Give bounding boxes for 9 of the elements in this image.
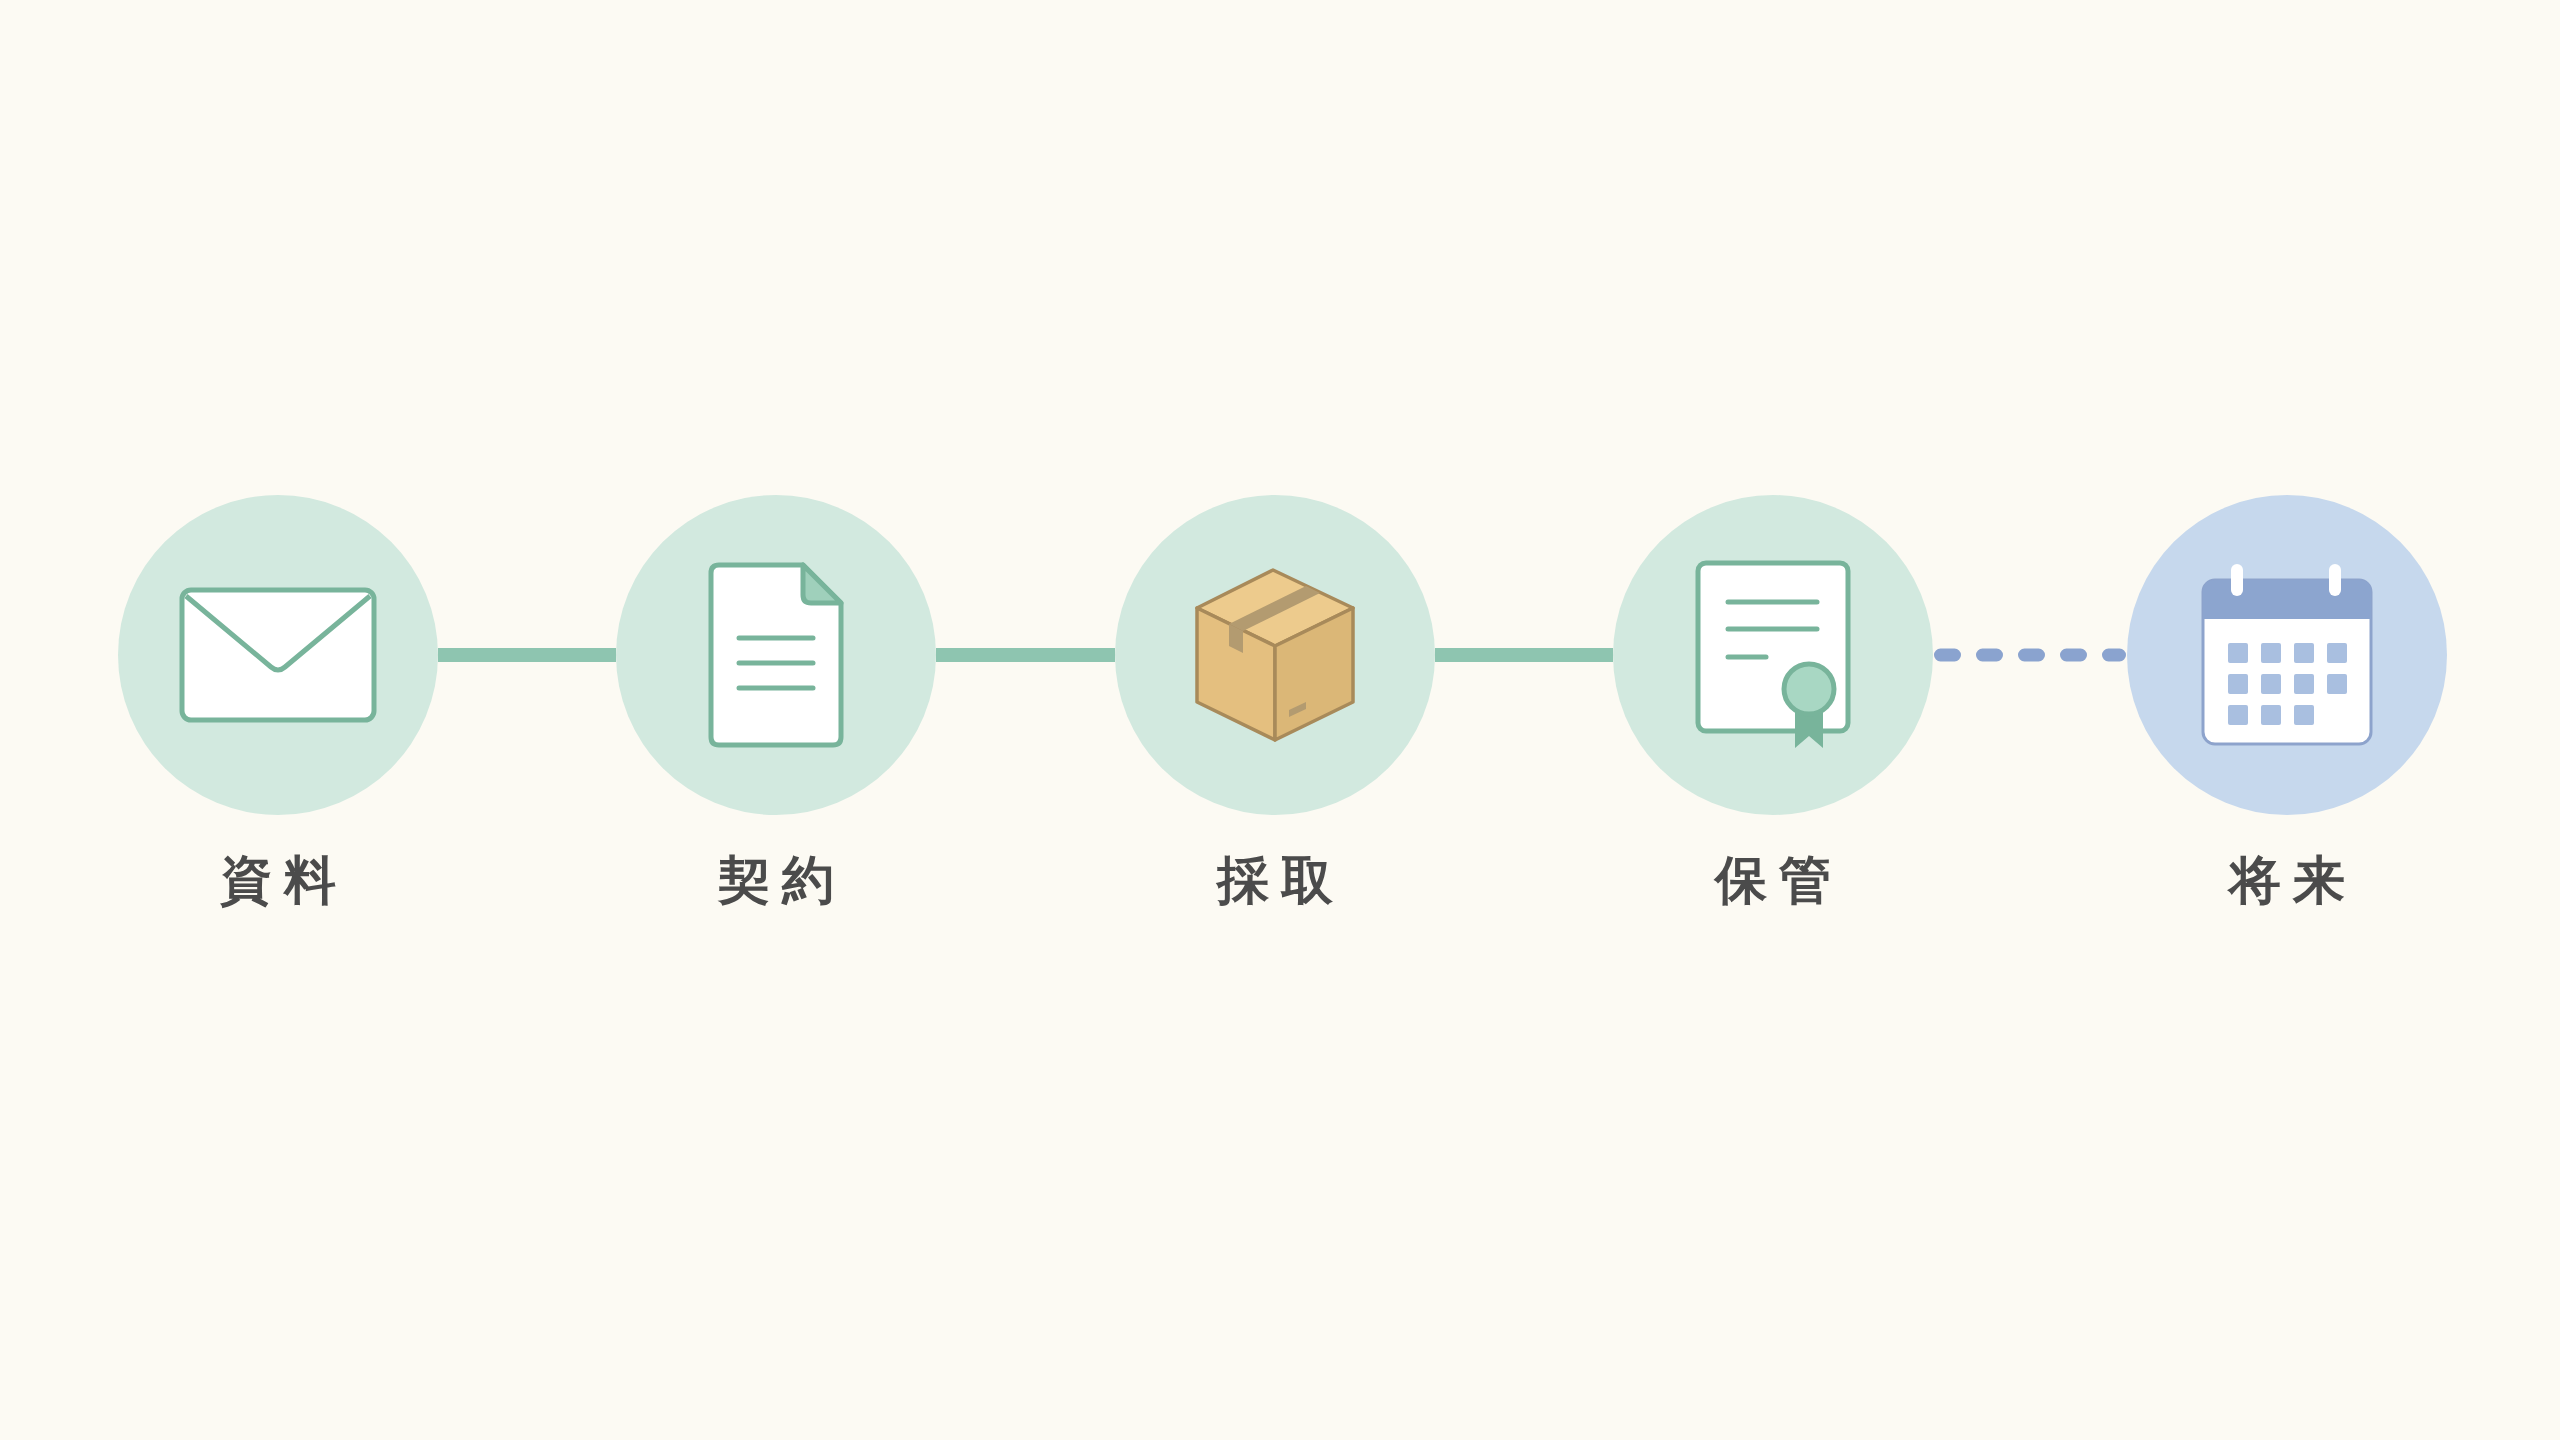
connector-line [1435, 648, 1613, 662]
connector-line [936, 648, 1115, 662]
step-label: 保管 [1713, 849, 1843, 912]
connector-line [438, 648, 616, 662]
dashed-connector-line [1934, 648, 2126, 662]
step-label: 契約 [717, 849, 846, 912]
step-label: 将来 [2226, 849, 2357, 912]
step-label: 採取 [1215, 849, 1345, 912]
step-label: 資料 [219, 849, 348, 912]
